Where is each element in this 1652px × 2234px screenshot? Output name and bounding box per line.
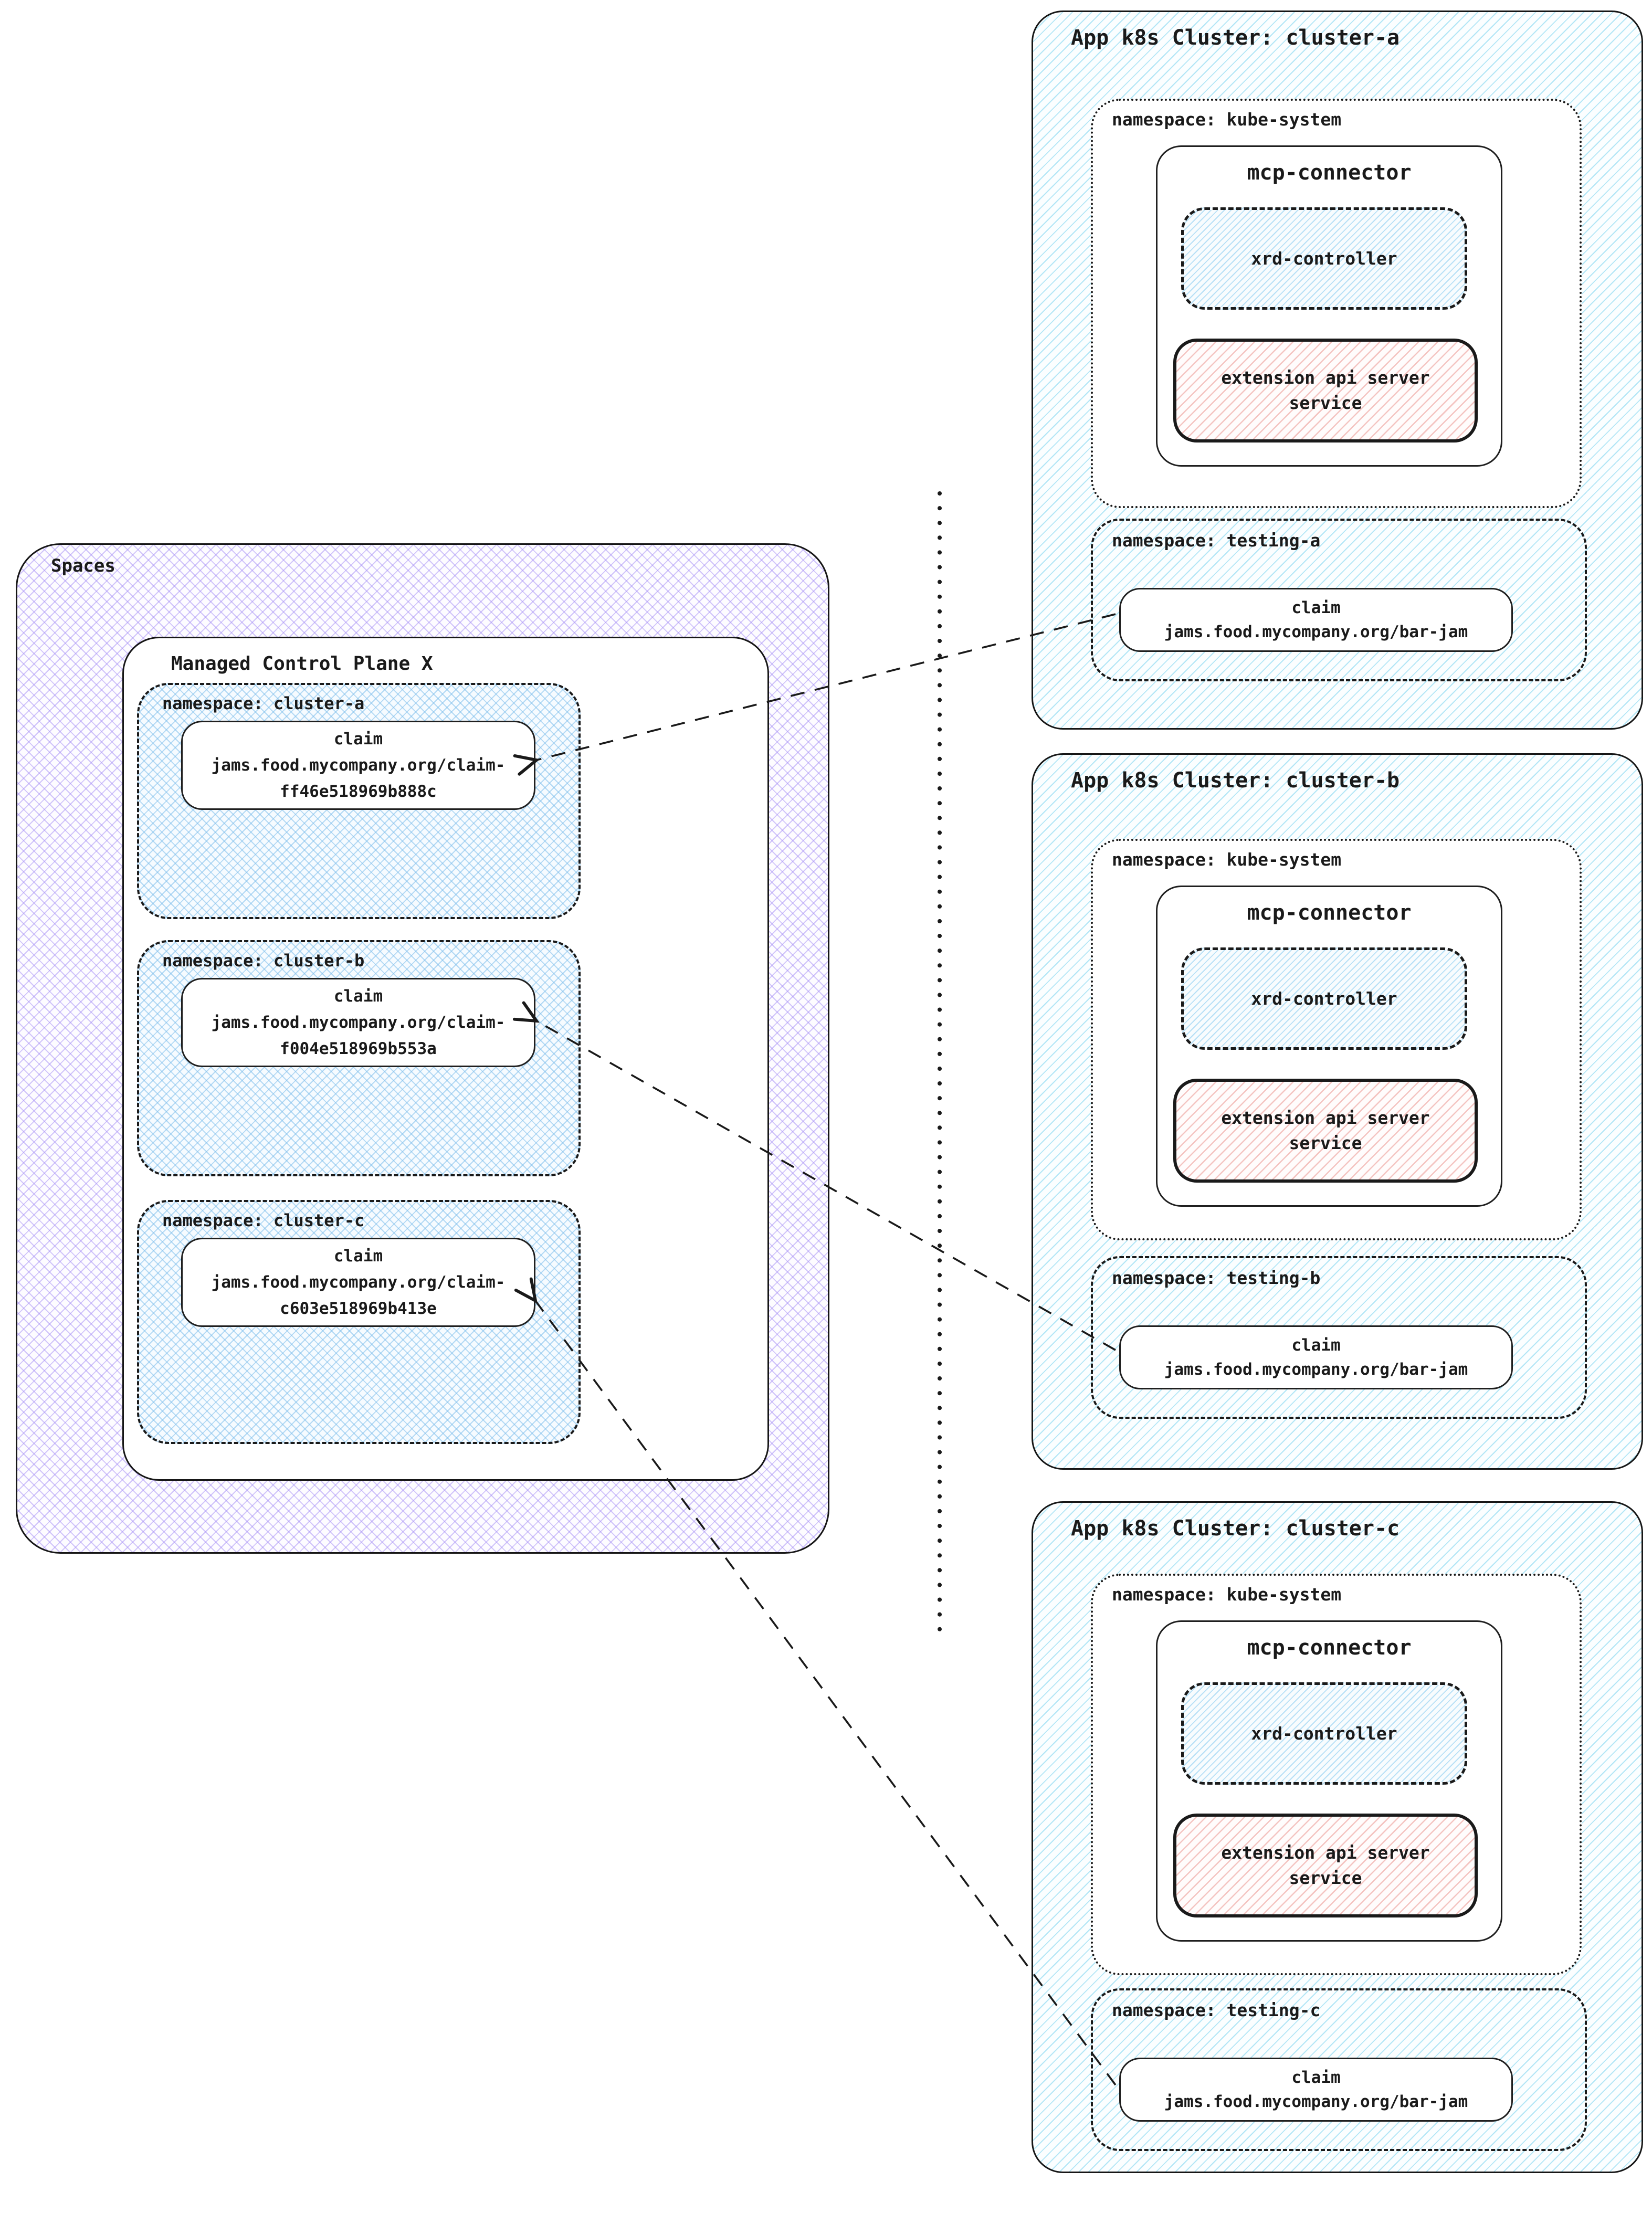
cluster-b-kube-system-box: namespace: kube-system mcp-connector xrd…: [1091, 839, 1582, 1240]
cluster-a-mcp-connector-box: mcp-connector xrd-controller extension a…: [1156, 145, 1502, 467]
cluster-c-xrd-controller-node: xrd-controller: [1181, 1682, 1467, 1785]
namespace-cluster-a-label: namespace: cluster-a: [162, 693, 365, 713]
cluster-c-extension-api-server-node: extension api server service: [1173, 1814, 1478, 1917]
managed-control-plane-box: Managed Control Plane X namespace: clust…: [122, 637, 769, 1481]
cluster-a-kube-system-label: namespace: kube-system: [1112, 109, 1342, 130]
namespace-cluster-a-box: namespace: cluster-a claim jams.food.myc…: [137, 683, 581, 919]
cluster-a-extension-api-server-node: extension api server service: [1173, 339, 1478, 442]
cluster-c-claim-node: claim jams.food.mycompany.org/bar-jam: [1119, 2058, 1513, 2122]
managed-control-plane-title: Managed Control Plane X: [171, 653, 433, 675]
cluster-c-mcp-connector-title: mcp-connector: [1247, 1636, 1412, 1660]
app-cluster-a-title: App k8s Cluster: cluster-a: [1071, 26, 1400, 50]
namespace-cluster-b-box: namespace: cluster-b claim jams.food.myc…: [137, 940, 581, 1176]
namespace-cluster-c-label: namespace: cluster-c: [162, 1210, 365, 1230]
cluster-c-testing-namespace-label: namespace: testing-c: [1112, 2000, 1321, 2020]
cluster-c-testing-namespace-box: namespace: testing-c claim jams.food.myc…: [1091, 1988, 1587, 2151]
namespace-cluster-b-label: namespace: cluster-b: [162, 951, 365, 971]
app-cluster-b-box: App k8s Cluster: cluster-b namespace: ku…: [1032, 753, 1643, 1470]
cluster-a-mcp-connector-title: mcp-connector: [1247, 161, 1412, 185]
app-cluster-b-title: App k8s Cluster: cluster-b: [1071, 768, 1400, 793]
spaces-group: Spaces Managed Control Plane X namespace…: [16, 543, 829, 1554]
cluster-b-kube-system-label: namespace: kube-system: [1112, 849, 1342, 870]
cluster-a-claim-node: claim jams.food.mycompany.org/bar-jam: [1119, 588, 1513, 652]
cluster-b-mcp-connector-title: mcp-connector: [1247, 901, 1412, 925]
cluster-a-kube-system-box: namespace: kube-system mcp-connector xrd…: [1091, 99, 1582, 508]
claim-node-cluster-b: claim jams.food.mycompany.org/claim- f00…: [181, 978, 535, 1067]
cluster-a-testing-namespace-box: namespace: testing-a claim jams.food.myc…: [1091, 519, 1587, 681]
cluster-c-kube-system-box: namespace: kube-system mcp-connector xrd…: [1091, 1574, 1582, 1975]
namespace-cluster-c-box: namespace: cluster-c claim jams.food.myc…: [137, 1200, 581, 1444]
cluster-b-testing-namespace-label: namespace: testing-b: [1112, 1268, 1321, 1288]
cluster-c-mcp-connector-box: mcp-connector xrd-controller extension a…: [1156, 1620, 1502, 1942]
app-cluster-c-title: App k8s Cluster: cluster-c: [1071, 1516, 1400, 1541]
app-cluster-a-box: App k8s Cluster: cluster-a namespace: ku…: [1032, 10, 1643, 730]
cluster-b-mcp-connector-box: mcp-connector xrd-controller extension a…: [1156, 886, 1502, 1207]
cluster-b-xrd-controller-node: xrd-controller: [1181, 947, 1467, 1050]
cluster-a-testing-namespace-label: namespace: testing-a: [1112, 530, 1321, 551]
app-cluster-c-box: App k8s Cluster: cluster-c namespace: ku…: [1032, 1501, 1643, 2173]
claim-node-cluster-a: claim jams.food.mycompany.org/claim- ff4…: [181, 721, 535, 810]
cluster-b-claim-node: claim jams.food.mycompany.org/bar-jam: [1119, 1325, 1513, 1389]
cluster-b-testing-namespace-box: namespace: testing-b claim jams.food.myc…: [1091, 1256, 1587, 1419]
claim-node-cluster-c: claim jams.food.mycompany.org/claim- c60…: [181, 1238, 535, 1327]
cluster-a-xrd-controller-node: xrd-controller: [1181, 207, 1467, 310]
cluster-b-extension-api-server-node: extension api server service: [1173, 1079, 1478, 1183]
cluster-c-kube-system-label: namespace: kube-system: [1112, 1584, 1342, 1605]
spaces-group-label: Spaces: [51, 555, 115, 576]
